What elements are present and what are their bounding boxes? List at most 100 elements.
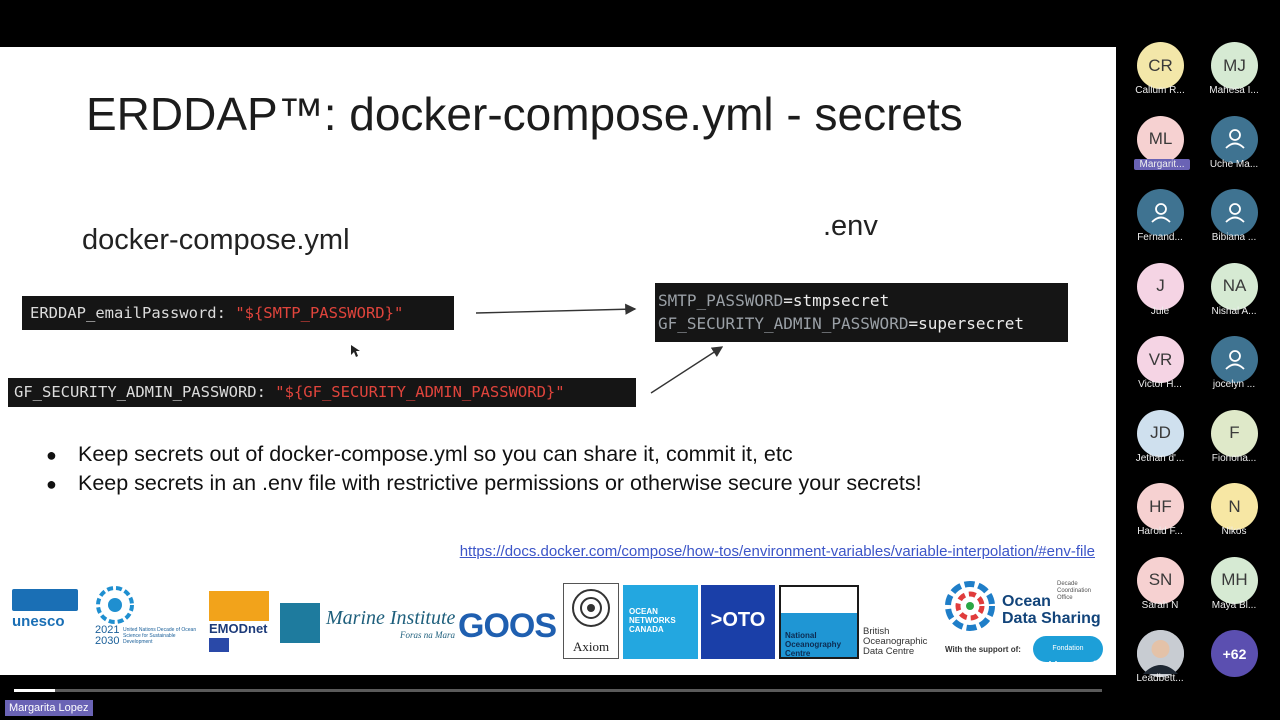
photo-avatar — [1137, 630, 1184, 677]
noc-logo: National Oceanography Centre — [779, 585, 859, 659]
env-line: SMTP_PASSWORD=stmpsecret — [658, 291, 890, 310]
participant-avatar: CR — [1137, 42, 1184, 89]
arrows — [475, 303, 724, 394]
participant-name: Victor H... — [1138, 379, 1182, 390]
emodnet-logo: EMODnet — [209, 591, 271, 657]
participant-name: Maya Bl... — [1211, 599, 1257, 611]
participant-avatar: SN — [1137, 556, 1184, 604]
arrow-email-to-env — [475, 303, 637, 315]
bullet-item: ●Keep secrets out of docker-compose.yml … — [46, 442, 793, 466]
participant-name: Sarah N — [1141, 599, 1179, 611]
participant-tile[interactable]: Leadbett... — [1124, 630, 1196, 694]
participant-name: Nishal A... — [1211, 305, 1257, 317]
video-controls: 14:35 — [0, 655, 1116, 677]
video-progress-fill — [14, 689, 56, 692]
bodc-logo: British Oceanographic Data Centre — [863, 626, 928, 657]
docs-link[interactable]: https://docs.docker.com/compose/how-tos/… — [459, 543, 1095, 560]
compose-snippet-email: ERDDAP_emailPassword: "${SMTP_PASSWORD}" — [22, 296, 454, 330]
goos-logo: GOOS — [458, 607, 557, 645]
ocean-decade-icon — [96, 586, 134, 624]
right-heading: .env — [823, 210, 878, 242]
participant-name: Fionona... — [1211, 452, 1257, 464]
person-icon — [1224, 202, 1245, 223]
participant-name: Mahesa I... — [1209, 85, 1259, 96]
person-icon — [1150, 202, 1171, 223]
participant-name: Fernand... — [1137, 232, 1183, 243]
participant-name: Jethan d'... — [1135, 452, 1185, 464]
marine-institute-logo: Marine Institute Foras na Mara — [280, 599, 455, 644]
more-participants-badge: +62 — [1211, 630, 1258, 677]
participant-avatar: NA — [1211, 262, 1258, 310]
compose-key-email: ERDDAP_emailPassword: — [30, 304, 236, 322]
bullet-list: ●Keep secrets out of docker-compose.yml … — [46, 442, 922, 500]
participant-name: jocelyn ... — [1212, 379, 1256, 390]
compose-value-email: "${SMTP_PASSWORD}" — [235, 304, 404, 322]
participant-tile[interactable]: +62 — [1198, 630, 1270, 694]
slide-title: ERDDAP™: docker-compose.yml - secrets — [86, 88, 963, 140]
participant-name: Jule — [1150, 305, 1170, 317]
onc-logo: OCEAN NETWORKS CANADA — [623, 585, 698, 659]
participant-tile[interactable]: Bibiana ... — [1198, 189, 1270, 253]
left-heading: docker-compose.yml — [82, 224, 350, 256]
participant-tile[interactable]: Fernand... — [1124, 189, 1196, 253]
axiom-logo: Axiom — [563, 583, 619, 659]
arrow-grafana-to-env — [650, 346, 724, 394]
participant-name: Margarit... — [1134, 158, 1190, 170]
bullet-item: ●Keep secrets in an .env file with restr… — [46, 471, 922, 495]
presenter-label: Margarita Lopez — [5, 700, 93, 716]
video-progress-bar[interactable] — [14, 689, 1102, 692]
participant-avatar — [1211, 115, 1258, 163]
participant-name: Harold F... — [1137, 526, 1183, 537]
compose-snippet-grafana: GF_SECURITY_ADMIN_PASSWORD: "${GF_SECURI… — [8, 378, 636, 407]
participant-tile[interactable]: Uche Ma... — [1198, 115, 1270, 180]
participant-avatar: F — [1211, 409, 1258, 457]
mouse-cursor-icon — [351, 345, 360, 357]
more-options-icon[interactable] — [1090, 660, 1100, 674]
participant-avatar — [1211, 189, 1258, 236]
participant-avatar — [1137, 189, 1184, 236]
pause-icon[interactable] — [15, 661, 27, 673]
participant-avatar: N — [1211, 483, 1258, 530]
compose-key-grafana: GF_SECURITY_ADMIN_PASSWORD: — [14, 383, 276, 401]
participant-avatar: MJ — [1211, 42, 1258, 89]
person-icon — [1224, 129, 1245, 149]
unesco-logo: unesco — [12, 589, 82, 649]
participant-name: Leadbett... — [1136, 673, 1184, 684]
participant-avatar: JD — [1137, 409, 1184, 457]
participant-avatar — [1137, 630, 1184, 677]
exit-fullscreen-icon[interactable] — [1046, 660, 1060, 674]
participant-name: Callum R... — [1135, 85, 1185, 96]
compose-value-grafana: "${GF_SECURITY_ADMIN_PASSWORD}" — [275, 383, 565, 401]
participant-avatar: VR — [1137, 336, 1184, 383]
participant-name: Nikos — [1221, 526, 1247, 537]
volume-icon[interactable] — [1004, 660, 1018, 674]
elapsed-time: 14:35 — [42, 659, 75, 674]
participant-avatar: HF — [1137, 483, 1184, 530]
participant-avatar: ML — [1137, 115, 1184, 163]
participant-tile[interactable]: jocelyn ... — [1198, 336, 1270, 400]
nautilus-icon — [572, 589, 610, 627]
oto-logo: >OTO — [701, 585, 775, 659]
participant-avatar: MH — [1211, 556, 1258, 604]
shared-slide: ERDDAP™: docker-compose.yml - secrets do… — [0, 47, 1116, 675]
env-line: GF_SECURITY_ADMIN_PASSWORD=supersecret — [658, 314, 1025, 333]
ocean-data-sharing-icon — [945, 581, 995, 631]
participant-name: Bibiana ... — [1211, 232, 1257, 243]
